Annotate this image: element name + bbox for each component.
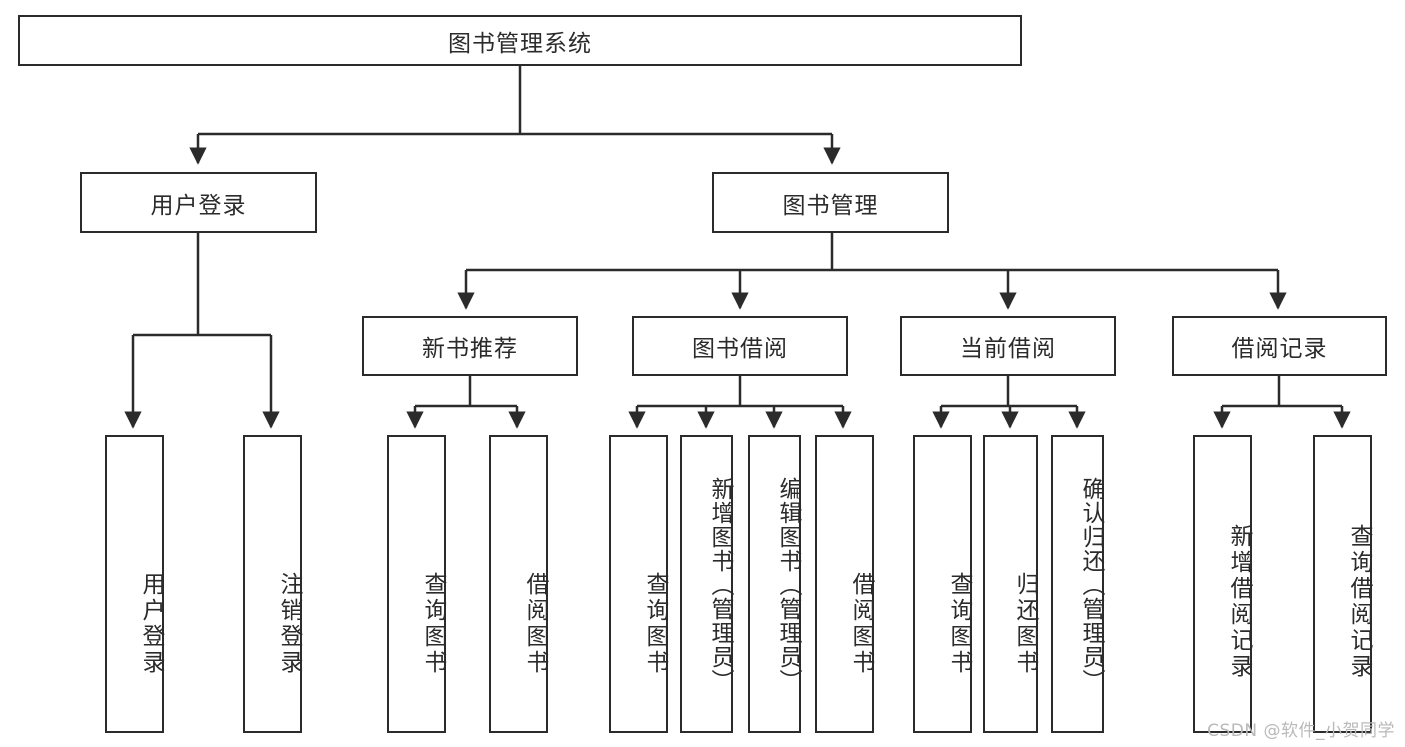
leaf-query-book-borrow[interactable]: 查询图书 <box>609 435 668 733</box>
node-book-borrow[interactable]: 图书借阅 <box>632 316 848 376</box>
leaf-confirm-return-admin[interactable]: 确认归还（管理员） <box>1051 435 1104 733</box>
leaf-borrow-book-recommend[interactable]: 借阅图书 <box>489 435 548 733</box>
node-borrow-record[interactable]: 借阅记录 <box>1172 316 1387 376</box>
csdn-watermark: CSDN @软件_小贺同学 <box>1207 721 1395 741</box>
leaf-user-login[interactable]: 用户登录 <box>105 435 164 733</box>
leaf-query-book-recommend[interactable]: 查询图书 <box>387 435 446 733</box>
node-root-system[interactable]: 图书管理系统 <box>18 15 1022 66</box>
node-user-login[interactable]: 用户登录 <box>80 172 317 233</box>
leaf-query-book-current[interactable]: 查询图书 <box>913 435 972 733</box>
leaf-add-borrow-record[interactable]: 新增借阅记录 <box>1193 435 1252 733</box>
leaf-add-book-admin[interactable]: 新增图书（管理员） <box>680 435 733 733</box>
leaf-edit-book-admin[interactable]: 编辑图书（管理员） <box>748 435 801 733</box>
leaf-query-borrow-record[interactable]: 查询借阅记录 <box>1313 435 1372 733</box>
node-current-borrow[interactable]: 当前借阅 <box>900 316 1116 376</box>
leaf-logout[interactable]: 注销登录 <box>243 435 302 733</box>
leaf-borrow-book[interactable]: 借阅图书 <box>815 435 874 733</box>
leaf-return-book[interactable]: 归还图书 <box>983 435 1038 733</box>
node-book-management[interactable]: 图书管理 <box>712 172 949 233</box>
node-new-book-recommend[interactable]: 新书推荐 <box>362 316 578 376</box>
